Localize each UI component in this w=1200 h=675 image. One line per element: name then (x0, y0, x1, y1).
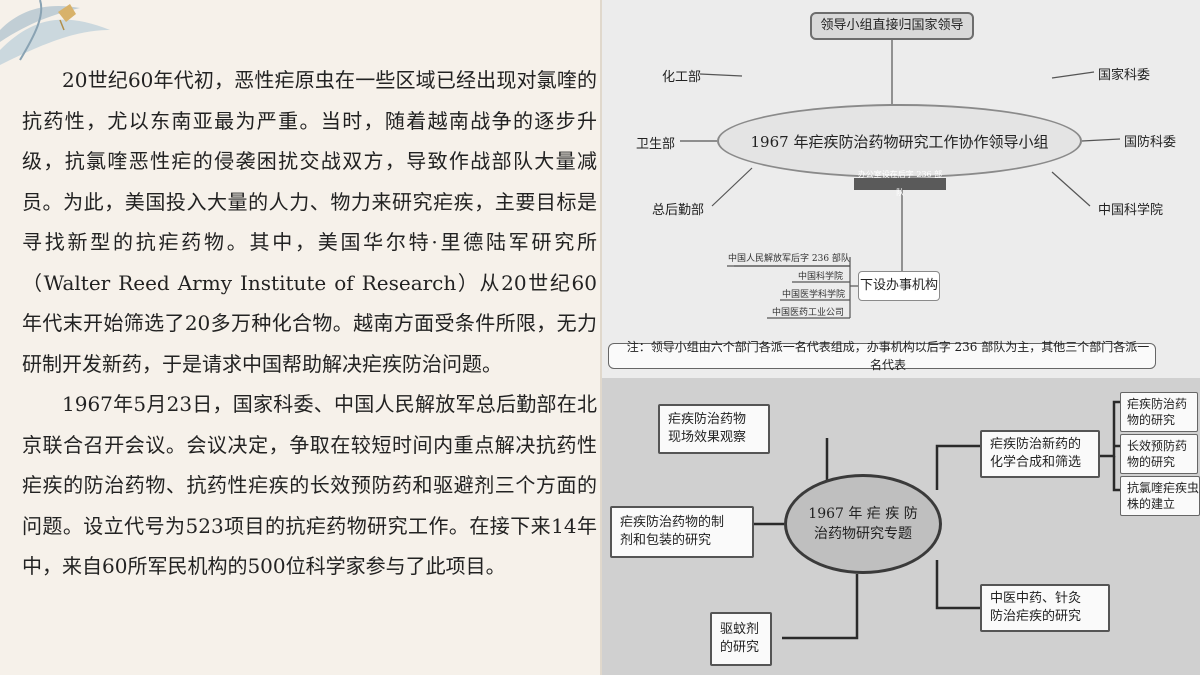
topic-tcm-acupuncture: 中医中药、针灸 防治疟疾的研究 (980, 584, 1110, 632)
topic-field-observation: 疟疾防治药物 现场效果观察 (658, 404, 770, 454)
topic-line: 中医中药、针灸 (990, 591, 1082, 606)
subtopic-line: 物的研究 (1127, 413, 1176, 427)
subtopic-line: 株的建立 (1127, 497, 1176, 511)
article-text: 20世纪60年代初，恶性疟原虫在一些区域已经出现对氯喹的抗药性，尤以东南亚最为严… (22, 60, 597, 587)
subtopic-resistant-strain: 抗氯喹疟疾虫 株的建立 (1120, 476, 1200, 516)
sub-office-item: 中国科学院 (798, 272, 844, 282)
topic-line: 疟疾防治药物的制 (620, 515, 725, 530)
sub-office-item: 中国医学科学院 (782, 290, 846, 300)
subtopic-line: 物的研究 (1127, 455, 1176, 469)
research-topics-mindmap: 1967 年 疟 疾 防 治药物研究专题 疟疾防治药物 现场效果观察 疟疾防治药… (602, 378, 1200, 675)
sub-office-item: 中国人民解放军后字 236 部队 (728, 254, 850, 264)
topic-line: 现场效果观察 (668, 430, 747, 445)
topic-formulation-packaging: 疟疾防治药物的制 剂和包装的研究 (610, 506, 754, 558)
leaf-decoration-icon (0, 0, 110, 65)
subtopic-line: 长效预防药 (1127, 439, 1188, 453)
topic-line: 的研究 (720, 640, 760, 655)
center-title-line-1: 1967 年 疟 疾 防 (808, 506, 918, 522)
sub-office-item: 中国医药工业公司 (772, 308, 845, 318)
topic-new-drug-synthesis: 疟疾防治新药的 化学合成和筛选 (980, 430, 1100, 478)
topic-line: 疟疾防治新药的 (990, 437, 1082, 452)
node-state-sci-commission: 国家科委 (1098, 68, 1151, 83)
node-health-ministry: 卫生部 (636, 137, 676, 152)
subtopic-long-acting-prevention: 长效预防药 物的研究 (1120, 434, 1198, 474)
research-topics-center: 1967 年 疟 疾 防 治药物研究专题 (784, 474, 942, 574)
topic-line: 化学合成和筛选 (990, 455, 1082, 470)
node-defense-sci-commission: 国防科委 (1124, 135, 1177, 150)
center-title-line-2: 治药物研究专题 (814, 526, 912, 542)
topic-line: 剂和包装的研究 (620, 533, 712, 548)
leadership-org-chart: 领导小组直接归国家领导 1967 年疟疾防治药物研究工作协作领导小组 办公室设在… (602, 0, 1200, 378)
node-chinese-academy-sciences: 中国科学院 (1098, 203, 1164, 218)
article-paragraph-2: 1967年5月23日，国家科委、中国人民解放军总后勤部在北京联合召开会议。会议决… (22, 392, 597, 578)
sub-office-box: 下设办事机构 (858, 271, 940, 301)
panel-divider (600, 0, 602, 675)
topic-line: 防治疟疾的研究 (990, 609, 1082, 624)
leadership-group-ellipse: 1967 年疟疾防治药物研究工作协作领导小组 (717, 104, 1082, 178)
topic-line: 疟疾防治药物 (668, 412, 747, 427)
node-logistics-dept: 总后勤部 (652, 203, 705, 218)
leadership-header-box: 领导小组直接归国家领导 (810, 12, 974, 40)
office-location-label: 办公室设在后字 236 部队 (854, 170, 946, 197)
subtopic-line: 抗氯喹疟疾虫 (1127, 481, 1200, 495)
topic-mosquito-repellent: 驱蚊剂 的研究 (710, 612, 772, 666)
org-chart-connectors (680, 28, 1121, 319)
subtopic-line: 疟疾防治药 (1127, 397, 1188, 411)
subtopic-drug-research: 疟疾防治药 物的研究 (1120, 392, 1198, 432)
topic-line: 驱蚊剂 (720, 622, 760, 637)
node-chemical-ministry: 化工部 (662, 70, 702, 85)
mindmap-connectors (752, 400, 1120, 640)
article-paragraph-1: 20世纪60年代初，恶性疟原虫在一些区域已经出现对氯喹的抗药性，尤以东南亚最为严… (22, 68, 597, 376)
chart-footnote: 注：领导小组由六个部门各派一名代表组成，办事机构以后字 236 部队为主，其他三… (608, 340, 1156, 372)
